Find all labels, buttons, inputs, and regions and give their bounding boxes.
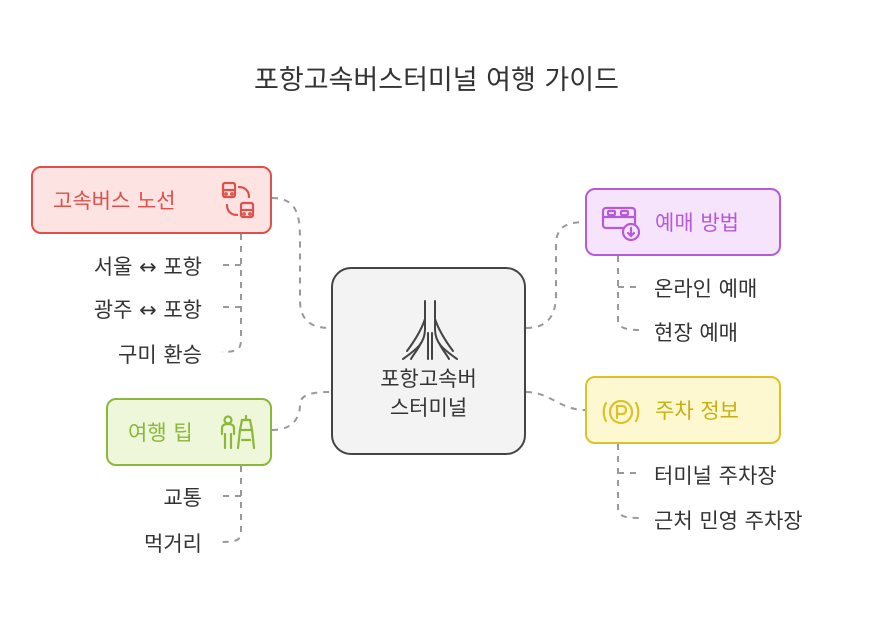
booking-node: 예매 방법 [585, 188, 781, 256]
travelers-icon [218, 414, 258, 456]
routes-label: 고속버스 노선 [53, 189, 176, 213]
connector-center-parking [525, 391, 586, 411]
parking-item-2: 근처 민영 주차장 [654, 509, 803, 533]
booking-item-1: 온라인 예매 [654, 277, 758, 301]
routes-item-2: 광주 ↔ 포항 [93, 298, 202, 322]
parking-icon [601, 393, 641, 435]
tips-node: 여행 팁 [106, 398, 272, 466]
tips-label: 여행 팁 [128, 421, 193, 445]
center-label-line2: 스터미널 [389, 396, 468, 420]
connector-center-routes [271, 197, 332, 329]
tips-item-2: 먹거리 [144, 532, 202, 556]
center-label: 포항고속버 스터미널 [333, 365, 524, 423]
diagram-title: 포항고속버스터미널 여행 가이드 [254, 65, 619, 96]
parking-item-1: 터미널 주차장 [654, 464, 777, 488]
center-label-line1: 포항고속버 [380, 367, 477, 391]
connector-parking-leaves [617, 444, 641, 519]
terminal-icon [395, 299, 465, 365]
connector-tips-leaves [221, 466, 242, 543]
parking-label: 주차 정보 [655, 399, 739, 423]
connector-routes-leaves [221, 234, 242, 353]
connector-center-tips [271, 391, 332, 431]
booking-item-2: 현장 예매 [654, 321, 738, 345]
routes-item-1: 서울 ↔ 포항 [93, 255, 202, 279]
parking-node: 주차 정보 [585, 376, 781, 444]
tips-item-1: 교통 [163, 486, 202, 510]
routes-node: 고속버스 노선 [31, 166, 272, 234]
booking-label: 예매 방법 [655, 211, 739, 235]
center-node: 포항고속버 스터미널 [331, 267, 526, 455]
connector-center-booking [525, 221, 586, 329]
ticket-download-icon [601, 204, 643, 248]
connector-booking-leaves [617, 256, 641, 331]
bus-route-icon [219, 181, 259, 225]
routes-item-3: 구미 환승 [118, 343, 202, 367]
